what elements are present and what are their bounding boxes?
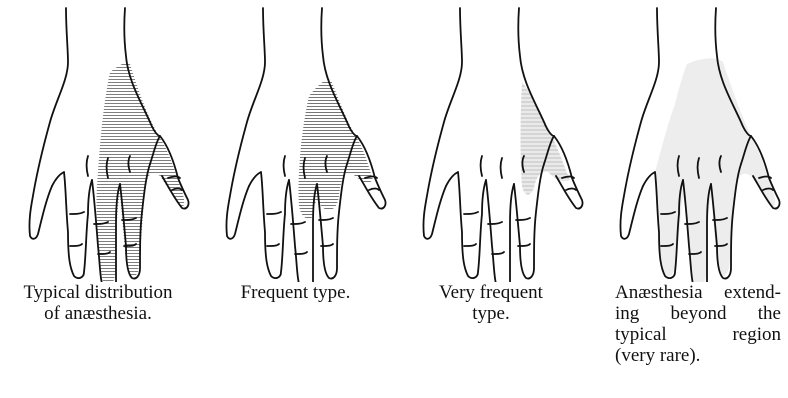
caption-1: Typical distribution of anæsthesia.	[4, 282, 192, 324]
hand-illustration-3	[394, 0, 591, 282]
caption-4-line-2: ing beyond the	[615, 303, 781, 324]
caption-4-line-3: typical region	[615, 324, 781, 345]
anaesthesia-region-2	[298, 80, 373, 219]
caption-1-line-1: Typical distribution	[4, 282, 192, 303]
hand-illustration-2	[197, 0, 394, 282]
caption-2: Frequent type.	[197, 282, 394, 303]
caption-4: Anæsthesia extend- ing beyond the typica…	[615, 282, 781, 366]
caption-3-line-2: type.	[400, 303, 582, 324]
hand-figure-4: Anæsthesia extend- ing beyond the typica…	[591, 0, 788, 398]
hand-figure-3: Very frequent type.	[394, 0, 591, 398]
caption-3-line-1: Very frequent	[400, 282, 582, 303]
caption-4-line-1: Anæsthesia extend-	[615, 282, 781, 303]
hand-illustration-4	[591, 0, 788, 282]
caption-3: Very frequent type.	[400, 282, 582, 324]
anaesthesia-region-4	[655, 58, 775, 282]
hand-illustration-1	[0, 0, 197, 282]
caption-1-line-2: of anæsthesia.	[4, 303, 192, 324]
caption-4-line-4: (very rare).	[615, 345, 781, 366]
hand-figure-1: Typical distribution of anæsthesia.	[0, 0, 197, 398]
caption-2-line-1: Frequent type.	[197, 282, 394, 303]
hand-figure-2: Frequent type.	[197, 0, 394, 398]
